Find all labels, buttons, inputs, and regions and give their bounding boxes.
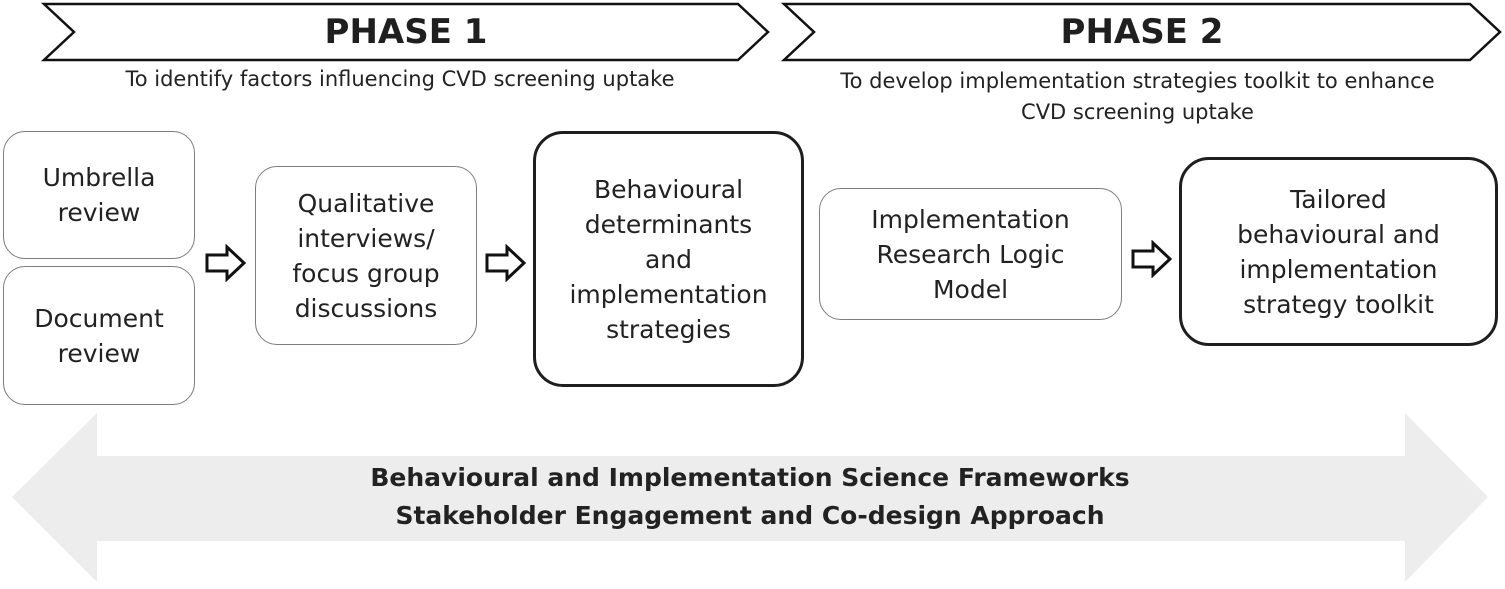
qualitative-interviews-box: Qualitative interviews/ focus group disc…	[255, 166, 477, 345]
arrow-right-icon	[485, 244, 527, 282]
arrow-right-icon	[1131, 240, 1173, 278]
phase-2-subtitle: To develop implementation strategies too…	[840, 69, 1435, 124]
behavioural-determinants-box: Behavioural determinants and implementat…	[533, 131, 804, 387]
arrow-right-icon	[205, 244, 247, 282]
logic-model-box: Implementation Research Logic Model	[819, 188, 1122, 320]
phase-2-chevron	[780, 2, 1502, 62]
phase-1-subtitle: To identify factors influencing CVD scre…	[125, 67, 675, 91]
phase-2-label: PHASE 2	[1060, 12, 1224, 52]
double-headed-arrow-band	[12, 413, 1488, 582]
frameworks-line-2: Stakeholder Engagement and Co-design App…	[395, 501, 1105, 530]
toolkit-box: Tailored behavioural and implementation …	[1179, 157, 1498, 346]
umbrella-review-box: Umbrella review	[3, 131, 195, 259]
phase-1-label: PHASE 1	[324, 12, 488, 52]
frameworks-line-1: Behavioural and Implementation Science F…	[370, 463, 1130, 492]
phase-1-chevron	[40, 2, 770, 62]
document-review-box: Document review	[3, 266, 195, 405]
